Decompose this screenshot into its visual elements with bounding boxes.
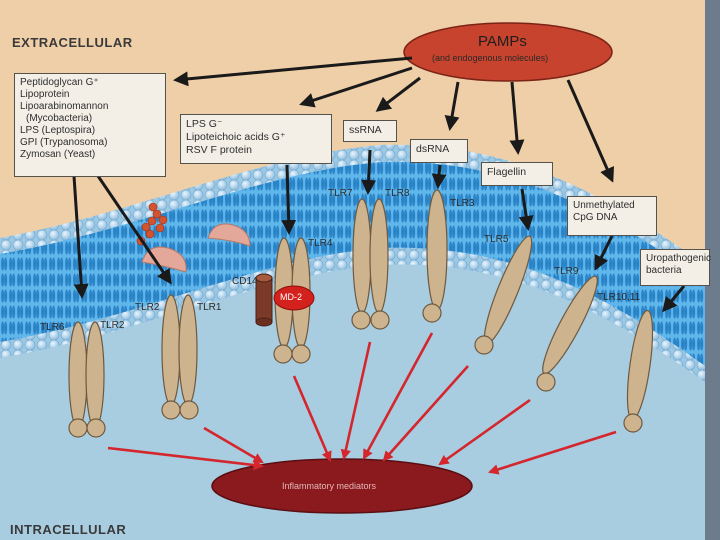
membrane-protein-right — [207, 223, 251, 247]
tlr5-label: TLR5 — [484, 234, 509, 245]
ligand-mycobacteria: (Mycobacteria) — [26, 113, 93, 124]
ligand-lipoarabinomannon: Lipoarabinomannon — [20, 101, 109, 112]
tlr9-label: TLR9 — [554, 266, 579, 277]
ligand-ssrna: ssRNA — [349, 124, 382, 136]
pamps-title: PAMPs — [478, 33, 527, 50]
membrane-protein-left — [141, 246, 187, 273]
ligand-unmethylated: Unmethylated — [573, 200, 635, 211]
ligand-flagellin: Flagellin — [487, 166, 527, 178]
ligand-zymosan: Zymosan (Yeast) — [20, 149, 96, 160]
pamps-subtitle: (and endogenous molecules) — [432, 53, 549, 63]
flagellin-box: Flagellin — [481, 162, 553, 186]
ligand-lps-gram-negative: LPS G⁻ — [186, 118, 223, 130]
tlr4-ligand-box: LPS G⁻ Lipoteichoic acids G⁺ RSV F prote… — [180, 114, 332, 164]
tlr2-ligand-box: Peptidoglycan G⁺ Lipoprotein Lipoarabino… — [14, 73, 166, 177]
ligand-gpi-trypanosoma: GPI (Trypanosoma) — [20, 137, 108, 148]
ligand-lipoteichoic-acids: Lipoteichoic acids G⁺ — [186, 131, 286, 143]
ligand-lps-leptospira: LPS (Leptospira) — [20, 125, 96, 136]
lipid-tails — [0, 161, 705, 366]
md2-molecule — [273, 285, 315, 311]
receptor-tlr2-tlr1 — [161, 294, 199, 420]
receptor-tlr6-tlr2 — [68, 321, 106, 438]
tlr4-label: TLR4 — [308, 238, 333, 249]
ligand-dsrna: dsRNA — [416, 143, 450, 155]
receptor-tlr3 — [422, 189, 448, 323]
tlr1-label: TLR1 — [197, 302, 222, 313]
ligand-peptidoglycan: Peptidoglycan G⁺ — [20, 77, 99, 88]
ligand-lipoprotein: Lipoprotein — [20, 89, 70, 100]
receptor-tlr9 — [536, 275, 598, 392]
uropathogenic-box: Uropathogenic bacteria — [640, 249, 712, 286]
cd14-label: CD14 — [232, 276, 258, 287]
receptor-tlr10-11 — [623, 309, 654, 433]
ligand-rsv-f-protein: RSV F protein — [186, 144, 252, 156]
inflammatory-mediators-label: Inflammatory mediators — [282, 481, 377, 491]
cpg-dna-box: Unmethylated CpG DNA — [567, 196, 657, 236]
tlr3-label: TLR3 — [450, 198, 475, 209]
ligand-arrows — [72, 56, 686, 313]
ssrna-box: ssRNA — [343, 120, 397, 142]
ligand-uropathogenic: Uropathogenic — [646, 253, 712, 264]
tlr7-label: TLR7 — [328, 188, 353, 199]
dsrna-box: dsRNA — [410, 139, 468, 163]
signal-arrows — [107, 332, 617, 475]
receptor-tlr5 — [474, 235, 533, 355]
cd14-cylinder — [255, 273, 273, 327]
extracellular-label: EXTRACELLULAR — [12, 35, 133, 50]
intracellular-label: INTRACELLULAR — [10, 522, 127, 537]
tlr8-label: TLR8 — [385, 188, 410, 199]
tlr2-right-label: TLR2 — [135, 302, 160, 313]
pamps-oval — [403, 22, 613, 82]
ligand-bacteria: bacteria — [646, 265, 682, 276]
md2-label: MD-2 — [280, 292, 302, 302]
tlr6-label: TLR6 — [40, 322, 65, 333]
tlr2-left-label: TLR2 — [100, 320, 125, 331]
ligand-cpg-dna: CpG DNA — [573, 212, 618, 223]
tlr10-11-label: TLR10,11 — [597, 292, 641, 303]
receptor-tlr7-tlr8 — [351, 198, 390, 330]
